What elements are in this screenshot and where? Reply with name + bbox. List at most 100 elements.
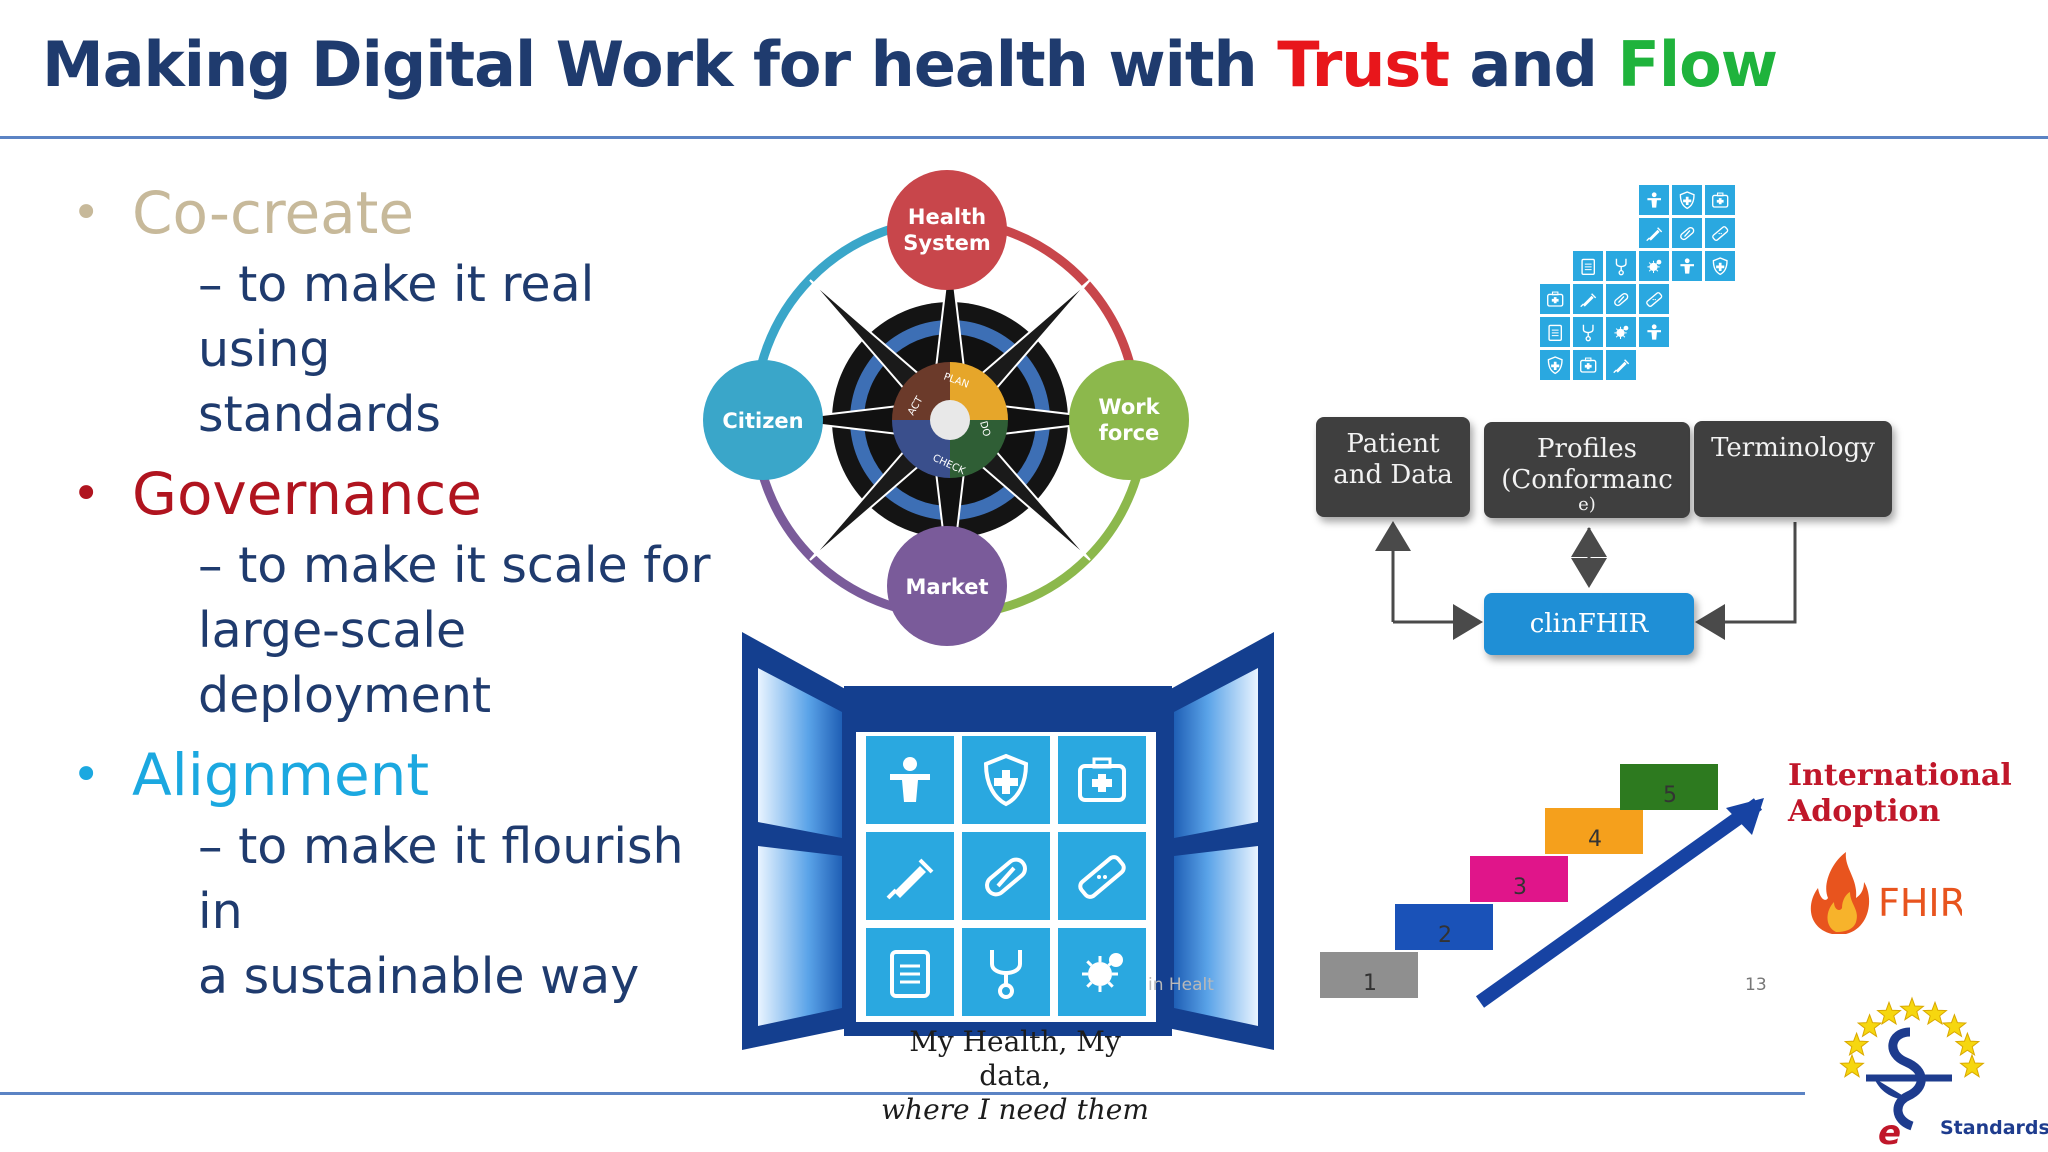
node-label: Market	[905, 575, 988, 599]
star-icon	[1843, 1031, 1870, 1057]
health-window	[742, 632, 1274, 1050]
window-pane	[1174, 846, 1258, 1026]
bullet-alignment: •Alignment	[70, 742, 730, 808]
intl-line: International	[1788, 758, 2012, 793]
shield-icon	[962, 736, 1050, 824]
box-text: (Conformanc	[1501, 465, 1673, 495]
profiles-box: Profiles (Conformanc e)	[1484, 422, 1690, 518]
window-caption: My Health, My data, where I need them	[870, 1025, 1160, 1127]
virus-icon	[1606, 317, 1636, 347]
logo-e: e	[1878, 1113, 1901, 1152]
growth-arrow	[1475, 798, 1763, 1008]
bullet-heading: Co-create	[132, 179, 415, 247]
intl-line: Adoption	[1788, 794, 1941, 829]
box-text: e)	[1578, 494, 1596, 515]
medkit-icon	[1540, 284, 1570, 314]
syringe-icon	[1639, 218, 1669, 248]
patient-data-box: Patient and Data	[1316, 417, 1470, 517]
medkit-icon	[1058, 736, 1146, 824]
icon-mosaic	[1540, 185, 1735, 380]
node-label: Citizen	[722, 409, 803, 433]
sub-bullet-cont: standards	[70, 382, 730, 447]
pill-icon	[1672, 218, 1702, 248]
sub-bullet: – to make it scale for	[70, 533, 730, 598]
star-icon	[1876, 1000, 1902, 1026]
adoption-staircase: 1 2 3 4 5	[1320, 764, 1764, 1008]
sub-bullet: – to make it flourish in	[70, 814, 730, 944]
title-divider	[0, 136, 2048, 139]
connector-left	[1695, 522, 1797, 640]
node-label: force	[1099, 421, 1160, 445]
node-label: System	[903, 231, 990, 255]
node-market: Market	[887, 526, 1007, 646]
step-label: 5	[1663, 783, 1677, 808]
estandards-logo: e Standards	[1839, 996, 2048, 1152]
window-pane	[758, 846, 842, 1026]
star-icon	[1856, 1013, 1883, 1038]
sub-bullet-cont: large-scale	[70, 598, 730, 663]
page-number: 13	[1745, 975, 1767, 995]
stethoscope-icon	[962, 928, 1050, 1016]
bandage-icon	[1705, 218, 1735, 248]
icon-grid	[866, 736, 1146, 1016]
step-label: 1	[1363, 971, 1377, 996]
box-text: Patient	[1346, 429, 1440, 459]
star-icon	[1954, 1031, 1981, 1057]
step-label: 2	[1438, 923, 1452, 948]
person-icon	[1639, 317, 1669, 347]
pdca-do: DO	[977, 420, 992, 438]
window-pane	[1174, 668, 1258, 838]
clinfhir-box: clinFHIR	[1484, 593, 1694, 655]
pill-icon	[1606, 284, 1636, 314]
bullet-governance: • Governance	[70, 461, 730, 527]
bullet-heading: Governance	[132, 460, 482, 528]
caption-line: My Health, My data,	[909, 1025, 1121, 1092]
international-adoption: International Adoption	[1788, 758, 2012, 830]
sub-text: deployment	[198, 667, 492, 724]
syringe-icon	[866, 832, 954, 920]
stethoscope-icon	[1573, 317, 1603, 347]
box-text: clinFHIR	[1529, 609, 1649, 639]
star-icon	[1899, 996, 1925, 1021]
sub-bullet-cont: deployment	[70, 663, 730, 728]
shield-icon	[1705, 251, 1735, 281]
window-pane	[758, 668, 842, 838]
bullet-dot: •	[72, 185, 101, 241]
box-text: Profiles	[1537, 434, 1637, 464]
sub-text: large-scale	[198, 602, 467, 659]
step-label: 3	[1513, 875, 1527, 900]
stethoscope-icon	[1606, 251, 1636, 281]
star-icon	[1941, 1013, 1968, 1038]
sub-text: standards	[198, 386, 441, 443]
sub-text: – to make it scale for	[198, 537, 711, 594]
shield-icon	[1540, 350, 1570, 380]
slide-title: Making Digital Work for health with Trus…	[42, 28, 1778, 101]
sub-text: – to make it real using	[198, 256, 595, 378]
pdca-wheel: PLAN DO CHECK ACT	[892, 362, 1008, 478]
title-trust: Trust	[1277, 28, 1450, 101]
growth-arrowhead	[1726, 798, 1764, 835]
pill-icon	[962, 832, 1050, 920]
step-label: 4	[1588, 827, 1602, 852]
faint-footer-text: in Healt	[1148, 975, 1214, 995]
footer-divider	[0, 1092, 1805, 1095]
step-3: 3	[1470, 856, 1568, 902]
bullet-dot: •	[72, 466, 101, 522]
star-icon	[1922, 1000, 1948, 1026]
person-icon	[866, 736, 954, 824]
terminology-box: Terminology	[1694, 421, 1892, 517]
node-label: Work	[1098, 395, 1160, 419]
sub-bullet: – to make it real using	[70, 252, 730, 382]
virus-icon	[1058, 928, 1146, 1016]
clipboard-icon	[1573, 251, 1603, 281]
step-5: 5	[1620, 764, 1718, 810]
sub-text: – to make it flourish in	[198, 818, 684, 940]
node-workforce: Work force	[1069, 360, 1189, 480]
person-icon	[1672, 251, 1702, 281]
shield-icon	[1672, 185, 1702, 215]
medkit-icon	[1705, 185, 1735, 215]
logo-standards: Standards	[1940, 1117, 2048, 1139]
node-citizen: Citizen	[703, 360, 823, 480]
bullet-dot: •	[72, 747, 101, 803]
node-label: Health	[908, 205, 986, 229]
